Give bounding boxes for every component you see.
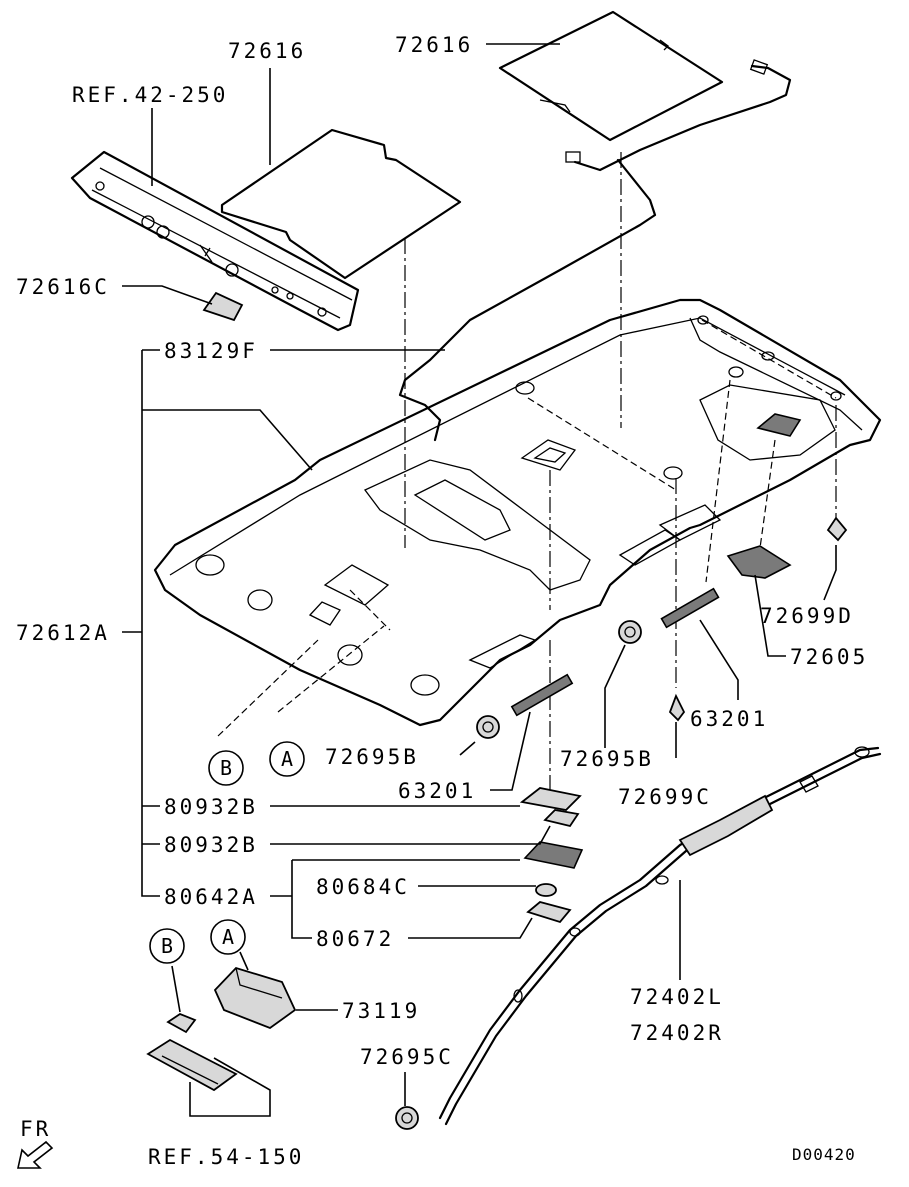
label-72402L: 72402L xyxy=(630,985,724,1009)
sound-pad-lower xyxy=(220,128,462,280)
callout-a-lower-letter: A xyxy=(222,925,234,949)
label-80672: 80672 xyxy=(316,927,394,951)
label-80642A: 80642A xyxy=(164,885,258,909)
label-80684C: 80684C xyxy=(316,875,410,899)
callout-b-upper-letter: B xyxy=(220,756,232,780)
front-direction-marker: FR xyxy=(17,1117,54,1169)
headlining-assembly xyxy=(153,158,882,727)
sound-pad-upper xyxy=(498,10,792,172)
callout-b-lower-letter: B xyxy=(161,934,173,958)
label-ref-54-150: REF.54-150 xyxy=(148,1145,304,1169)
label-73119: 73119 xyxy=(342,999,420,1023)
label-ref-42-250: REF.42-250 xyxy=(72,83,228,107)
front-header-panel xyxy=(70,150,360,332)
callout-a-upper-letter: A xyxy=(281,747,293,771)
curtain-airbag xyxy=(438,746,882,1126)
label-72616C: 72616C xyxy=(16,275,110,299)
label-83129F: 83129F xyxy=(164,339,258,363)
label-72605: 72605 xyxy=(790,645,868,669)
label-72699C: 72699C xyxy=(618,785,712,809)
front-label: FR xyxy=(20,1117,51,1141)
label-72695B-right: 72695B xyxy=(560,747,654,771)
label-63201-left: 63201 xyxy=(398,779,476,803)
leader-lines xyxy=(122,43,837,1117)
label-72612A: 72612A xyxy=(16,621,110,645)
callout-b-upper: B xyxy=(208,750,244,786)
alignment-lines xyxy=(217,152,837,790)
label-72695C: 72695C xyxy=(360,1045,454,1069)
label-72402R: 72402R xyxy=(630,1021,724,1045)
callout-b-lower: B xyxy=(149,928,185,964)
label-72699D: 72699D xyxy=(760,604,854,628)
label-72616-upper: 72616 xyxy=(395,33,473,57)
label-72616-lower: 72616 xyxy=(228,39,306,63)
callout-a-lower: A xyxy=(210,919,246,955)
label-80932B-1: 80932B xyxy=(164,795,258,819)
hardware-parts xyxy=(146,516,848,1130)
front-arrow-icon xyxy=(17,1140,54,1169)
label-63201-right: 63201 xyxy=(690,707,768,731)
label-72695B-left: 72695B xyxy=(325,745,419,769)
callout-a-upper: A xyxy=(269,741,305,777)
diagram-code: D00420 xyxy=(792,1145,856,1164)
label-80932B-2: 80932B xyxy=(164,833,258,857)
